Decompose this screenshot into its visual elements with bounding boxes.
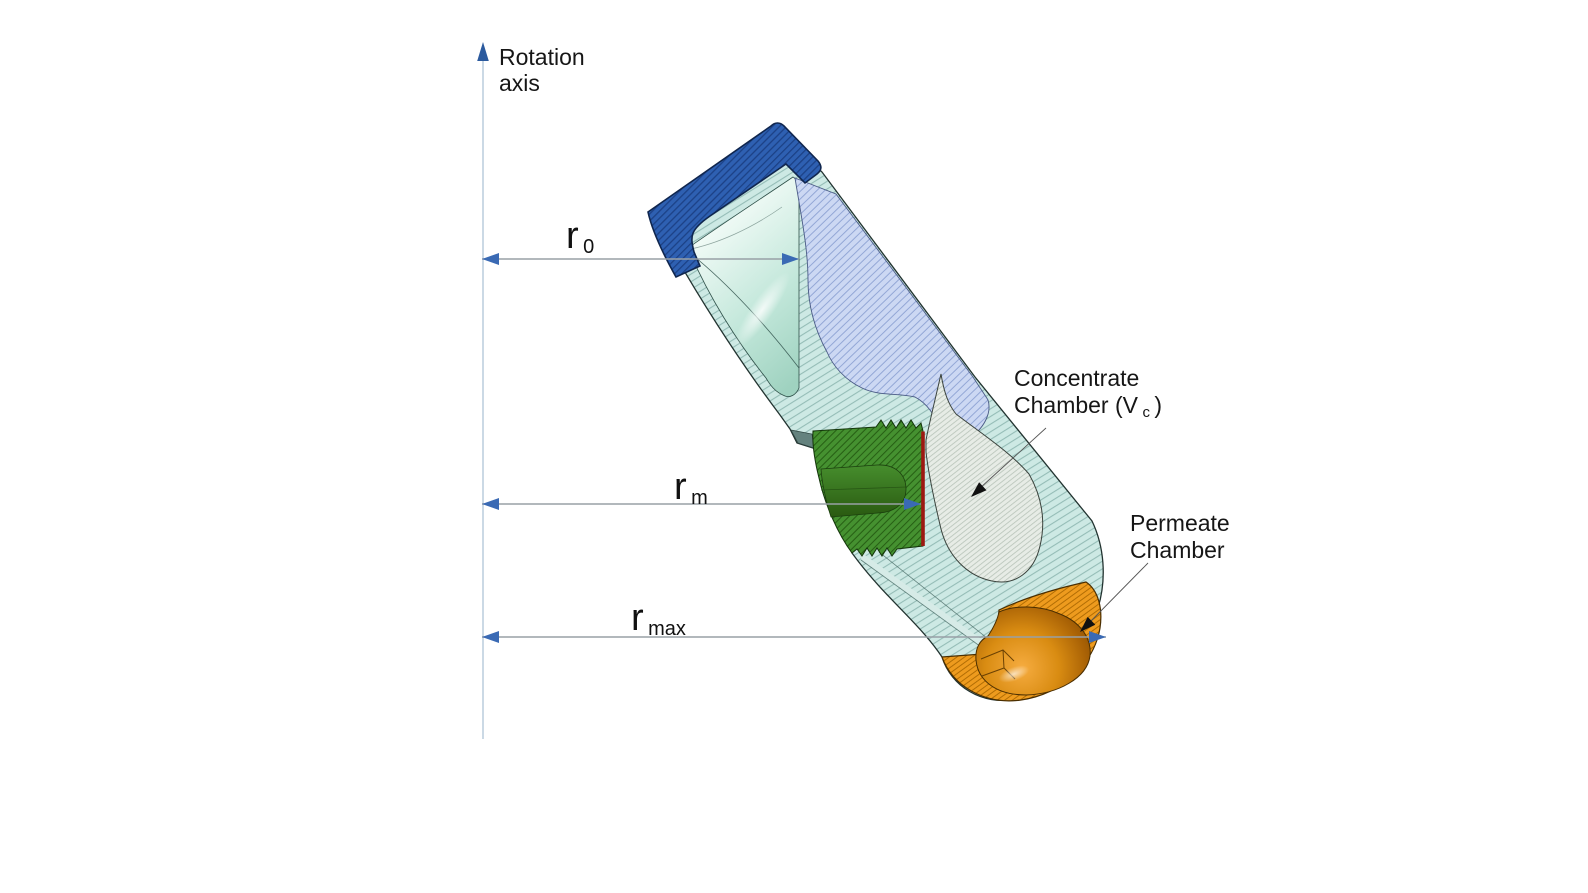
permeate-leader-line (1089, 562, 1149, 623)
concentrate-label-line2: Chamber (V c ) (1014, 392, 1162, 421)
screw-cap (647, 122, 822, 279)
interior-funnel (687, 176, 800, 397)
tube-assembly (647, 122, 1104, 702)
funnel-rim-edge (685, 206, 783, 251)
insert-pocket (820, 464, 907, 518)
r0-label-base: r (566, 215, 579, 257)
r0-label-sub: 0 (583, 236, 594, 258)
concentrate-label-line2-pre: Chamber (V (1014, 392, 1139, 418)
rotation-axis-arrow-icon (477, 42, 489, 61)
permeate-channel (861, 555, 993, 652)
concentrate-chamber-region (925, 373, 1044, 583)
permeate-highlight (998, 665, 1030, 683)
rmax-arrow-right-icon (1089, 631, 1106, 643)
r0-arrow-left-icon (482, 253, 499, 265)
rm-arrow-left-icon (482, 498, 499, 510)
permeate-label-line2: Chamber (1130, 537, 1225, 563)
text-labels: Rotation axis r 0 r m r max Concentrate … (499, 44, 1230, 640)
funnel-highlight (734, 271, 790, 349)
insert-pocket-shadow-line (820, 486, 907, 491)
concentrate-label-line1: Concentrate (1014, 365, 1139, 391)
funnel-cone-edge (689, 252, 800, 369)
r0-arrow-right-icon (782, 253, 799, 265)
permeate-channel-edge-upper (878, 551, 998, 647)
rm-label: r m (674, 466, 708, 509)
concentrate-leader-line (978, 427, 1047, 490)
rm-label-sub: m (691, 487, 708, 509)
rmax-label: r max (631, 597, 686, 640)
rotation-axis-label-line1: Rotation (499, 44, 585, 70)
concentrate-label-line2-post: ) (1154, 392, 1162, 418)
rotation-axis-label-line2: axis (499, 70, 540, 96)
annotations (477, 42, 1149, 739)
rmax-arrow-left-icon (482, 631, 499, 643)
rmax-label-sub: max (648, 618, 686, 640)
concentrate-label-line2-sub: c (1142, 404, 1150, 421)
permeate-label-line1: Permeate (1130, 510, 1230, 536)
rmax-label-base: r (631, 597, 644, 639)
rm-arrow-right-icon (904, 498, 921, 510)
rm-label-base: r (674, 466, 687, 508)
r0-label: r 0 (566, 215, 594, 258)
concentrate-leader-arrow-icon (971, 482, 987, 497)
permeate-leader-arrow-icon (1080, 616, 1096, 632)
